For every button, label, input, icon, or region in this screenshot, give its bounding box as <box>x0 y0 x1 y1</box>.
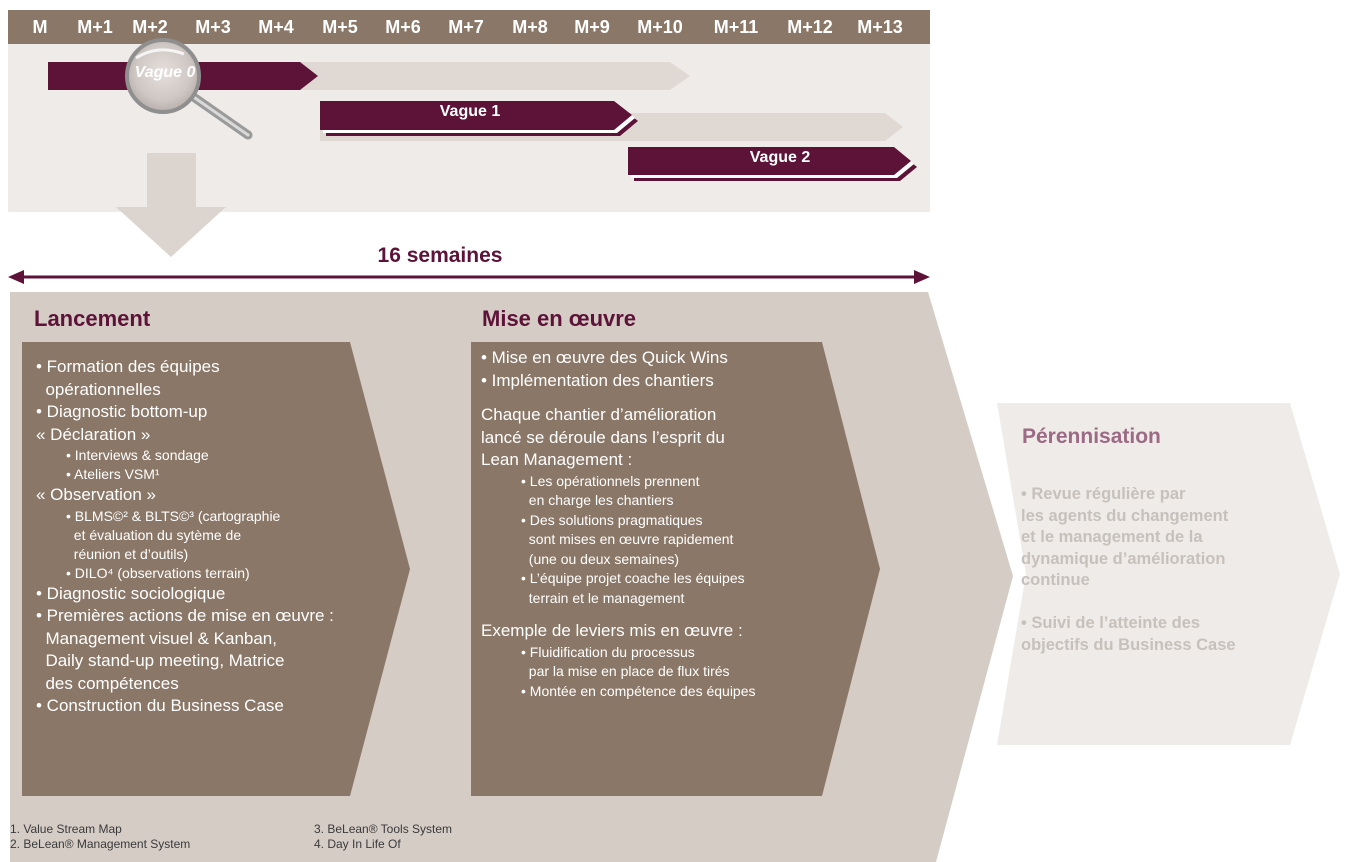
month-label: M+1 <box>77 17 113 37</box>
month-label: M+5 <box>322 17 358 37</box>
mise-en-oeuvre-line: • Fluidification du processus <box>521 643 695 660</box>
month-label: M+13 <box>857 17 903 37</box>
mise-en-oeuvre-line: • Les opérationnels prennent <box>521 472 700 489</box>
lancement-line: • Construction du Business Case <box>36 696 284 715</box>
lancement-line: « Déclaration » <box>36 424 151 444</box>
footnote-2: 2. BeLean® Management System <box>10 837 191 851</box>
month-label: M+8 <box>512 17 548 37</box>
footnote-1: 1. Value Stream Map <box>10 822 122 836</box>
mise-en-oeuvre-line: • L’équipe projet coache les équipes <box>521 570 745 586</box>
magnifier-lens <box>125 38 201 114</box>
perennisation-line <box>1021 592 1271 614</box>
perennisation-line: • Suivi de l’atteinte des <box>1021 614 1201 632</box>
lancement-line: Daily stand-up meeting, Matrice <box>36 651 285 670</box>
wave-1-label: Vague 1 <box>439 103 501 120</box>
mise-en-oeuvre-title: Mise en œuvre <box>482 306 637 331</box>
mise-en-oeuvre-line: terrain et le management <box>521 589 685 606</box>
month-label: M+3 <box>195 17 231 37</box>
mise-en-oeuvre-line: Exemple de leviers mis en œuvre : <box>481 621 743 640</box>
lancement-line: • Formation des équipes <box>36 357 220 376</box>
mise-en-oeuvre-line: par la mise en place de flux tirés <box>521 663 730 679</box>
lancement-line: des compétences <box>36 673 179 693</box>
footnote-3: 3. BeLean® Tools System <box>314 822 453 836</box>
lancement-line: • Premières actions de mise en œuvre : <box>36 606 334 625</box>
perennisation-line: • Revue régulière par <box>1021 485 1186 503</box>
perennisation-line: objectifs du Business Case <box>1021 635 1236 654</box>
lancement-line: • Interviews & sondage <box>66 447 209 463</box>
wave-2-bar <box>628 147 911 175</box>
perennisation-line: continue <box>1021 571 1090 589</box>
mise-en-oeuvre-line: lancé se déroule dans l’esprit du <box>481 427 725 447</box>
month-label: M+9 <box>574 17 610 37</box>
mise-en-oeuvre-box <box>471 342 880 796</box>
lancement-line: • Diagnostic sociologique <box>36 583 226 603</box>
lancement-line: « Observation » <box>36 485 157 504</box>
lancement-line: • DILO⁴ (observations terrain) <box>66 564 250 581</box>
mise-en-oeuvre-line: en charge les chantiers <box>521 492 674 508</box>
down-arrow <box>116 153 226 257</box>
month-label: M <box>32 17 48 37</box>
month-label: M+11 <box>713 17 759 37</box>
mise-en-oeuvre-line: sont mises en œuvre rapidement <box>521 531 734 547</box>
lancement-line: • Diagnostic bottom-up <box>36 402 208 421</box>
mise-en-oeuvre-line: • Des solutions pragmatiques <box>521 511 703 528</box>
mise-en-oeuvre-line: Chaque chantier d’amélioration <box>481 405 717 424</box>
month-label: M+7 <box>448 17 484 37</box>
lancement-box <box>22 342 410 796</box>
lancement-title: Lancement <box>34 306 151 331</box>
duration-arrow-right <box>914 270 930 284</box>
lancement-line: Management visuel & Kanban, <box>36 628 277 648</box>
duration-arrow-left <box>8 270 24 284</box>
lancement-list: • Formation des équipes opérationnelles •… <box>36 356 376 718</box>
wave-0-label: Vague 0 <box>134 64 196 81</box>
lancement-line: opérationnelles <box>36 379 161 399</box>
mise-en-oeuvre-list: • Mise en œuvre des Quick Wins • Implémen… <box>481 347 831 701</box>
wave-2-label: Vague 2 <box>749 149 811 166</box>
perennisation-chevron <box>997 403 1340 745</box>
mise-en-oeuvre-line <box>481 608 831 620</box>
lancement-line: et évaluation du sytème de <box>66 526 242 543</box>
month-label: M+4 <box>258 17 294 37</box>
perennisation-list: • Revue régulière par les agents du chang… <box>1021 484 1271 656</box>
mise-en-oeuvre-line: • Montée en compétence des équipes <box>521 682 756 699</box>
mise-en-oeuvre-line: (une ou deux semaines) <box>521 550 679 567</box>
lancement-line: • BLMS©² & BLTS©³ (cartographie <box>66 507 281 524</box>
duration-label: 16 semaines <box>377 244 503 267</box>
month-label: M+6 <box>385 17 421 37</box>
month-label: M+10 <box>637 17 683 37</box>
mise-en-oeuvre-line: • Mise en œuvre des Quick Wins <box>481 348 728 367</box>
lancement-line: • Ateliers VSM¹ <box>66 466 160 482</box>
perennisation-line: et le management de la <box>1021 528 1203 546</box>
mise-en-oeuvre-line: Lean Management : <box>481 450 633 469</box>
month-label: M+12 <box>787 17 833 37</box>
mise-en-oeuvre-line <box>481 392 831 404</box>
perennisation-line: dynamique d’amélioration <box>1021 549 1226 568</box>
wave-1-bar <box>320 101 632 130</box>
perennisation-title: Pérennisation <box>1022 425 1161 448</box>
month-label: M+2 <box>132 17 168 37</box>
footnote-4: 4. Day In Life Of <box>314 837 401 851</box>
lancement-line: réunion et d’outils) <box>66 545 189 562</box>
mise-en-oeuvre-line: • Implémentation des chantiers <box>481 370 714 390</box>
perennisation-line: les agents du changement <box>1021 506 1229 525</box>
